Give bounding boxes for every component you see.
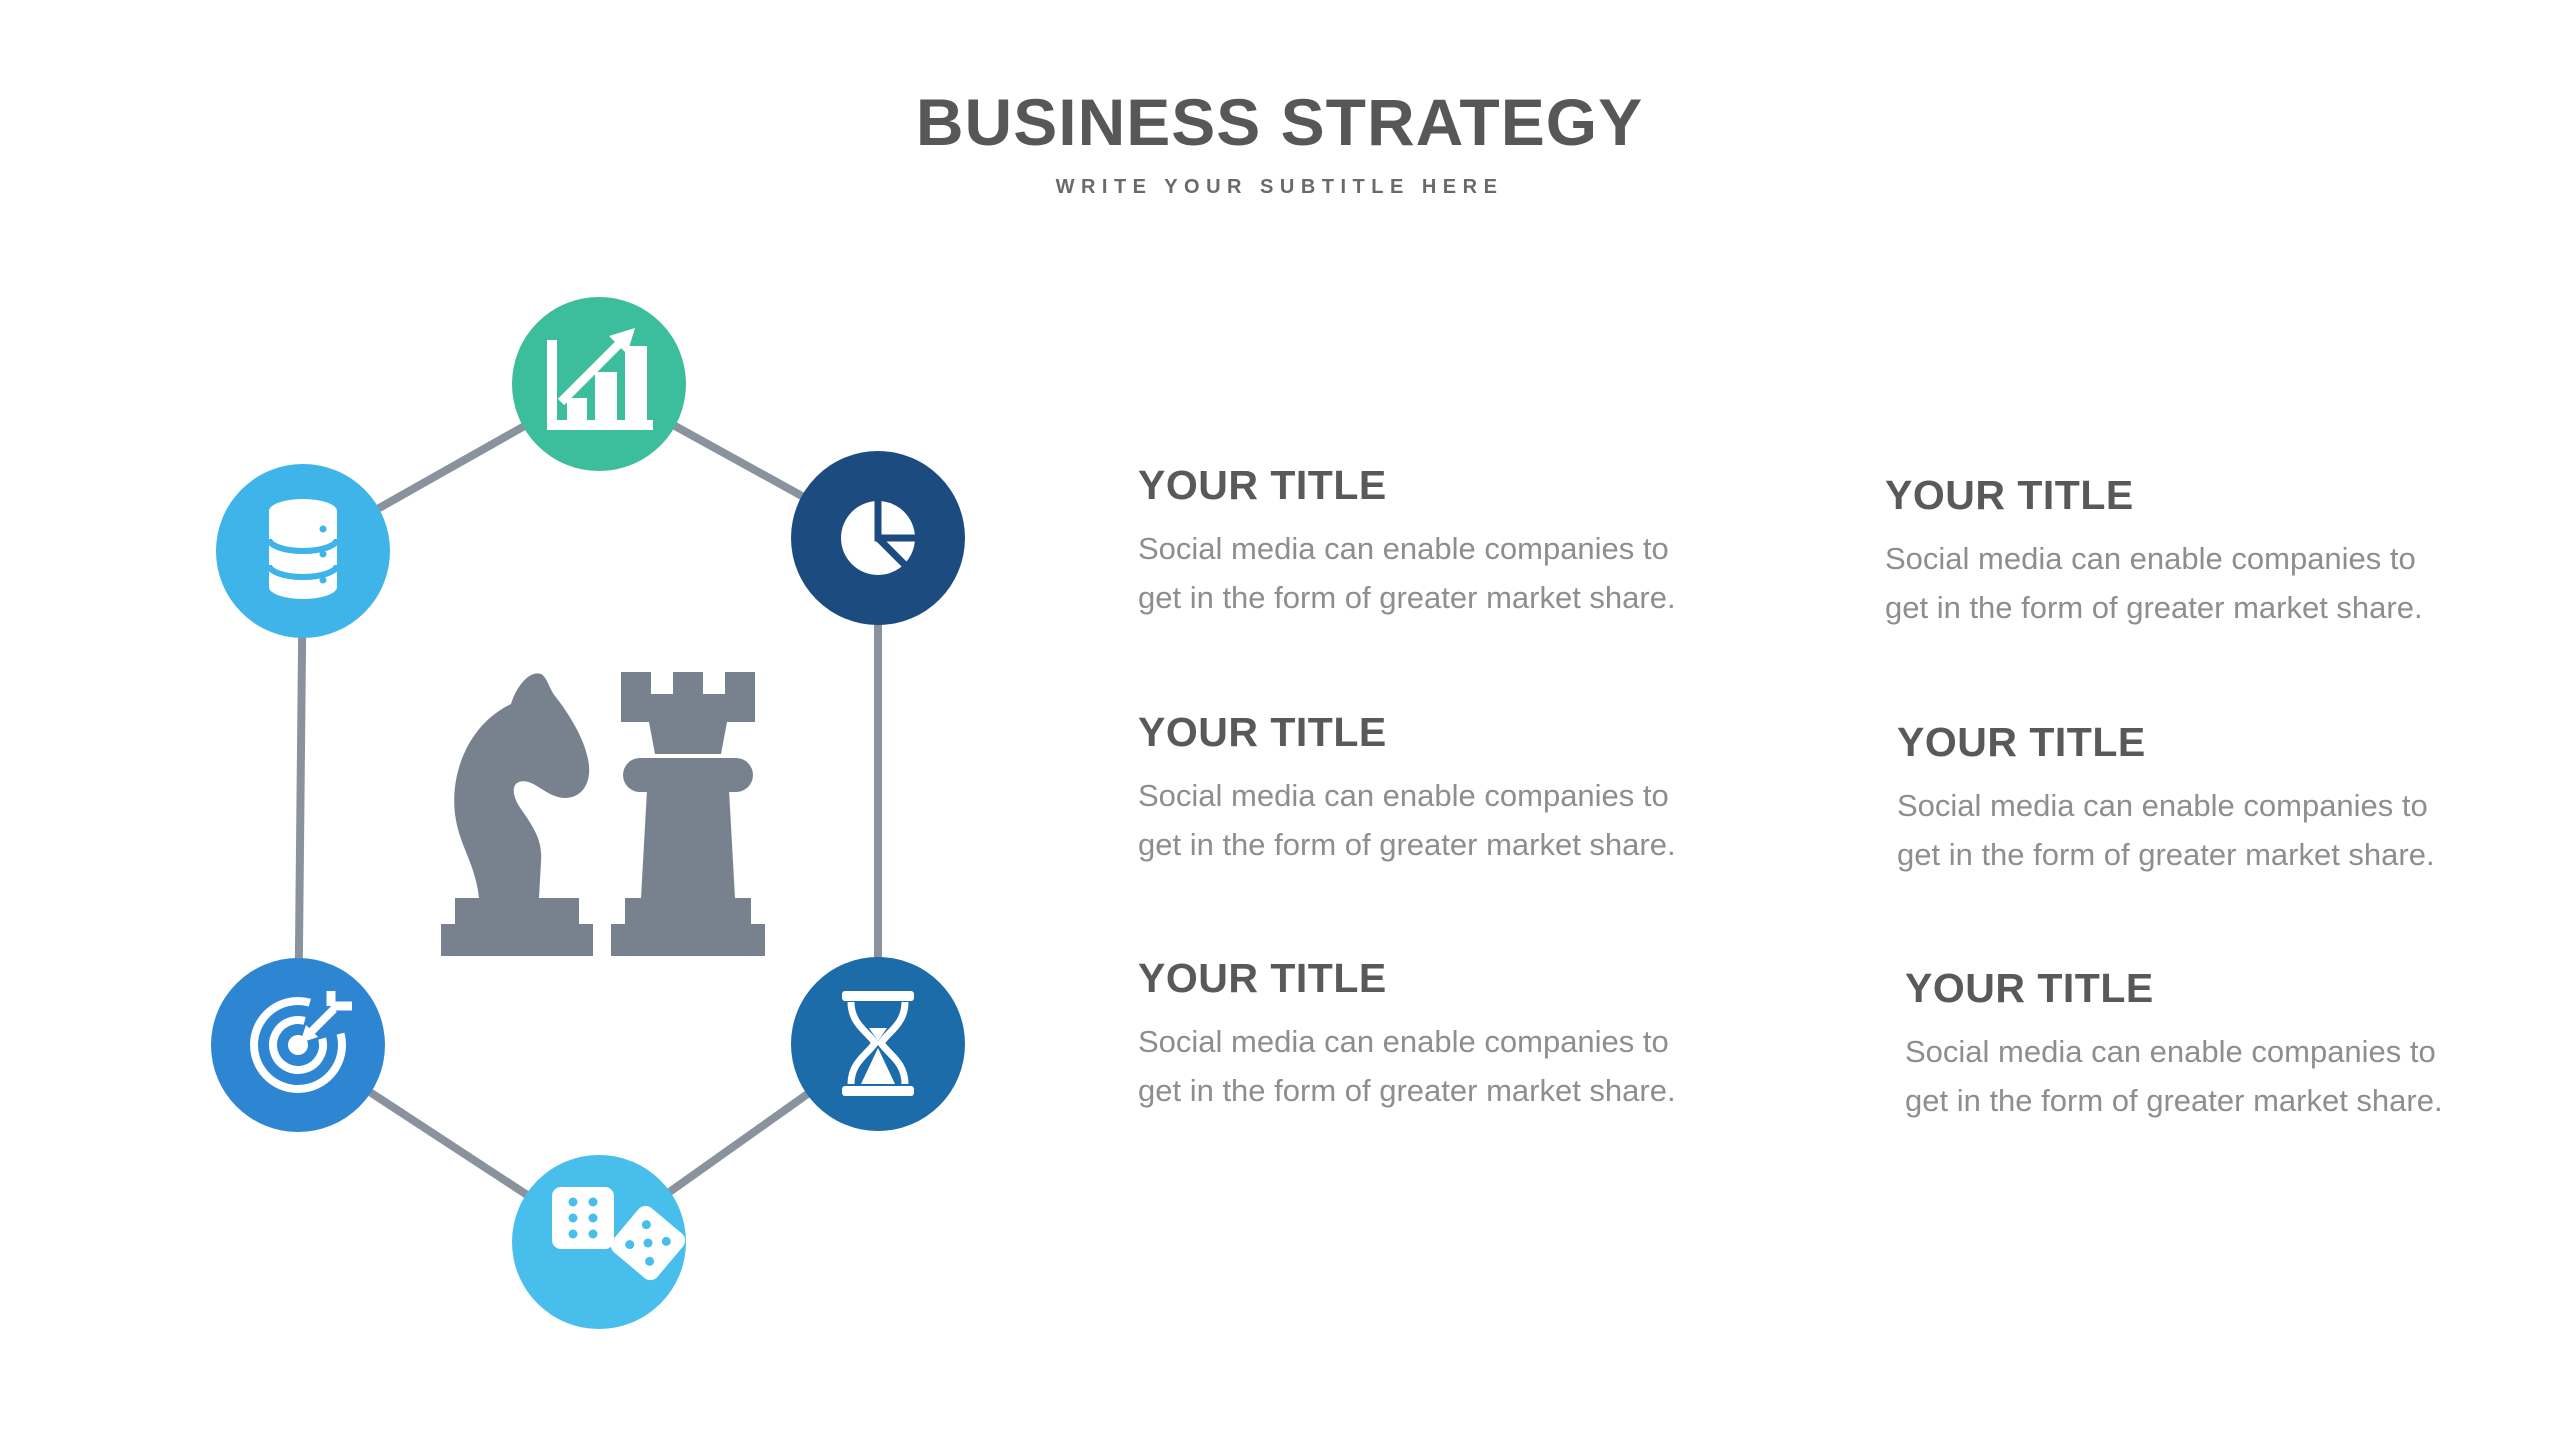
info-block: YOUR TITLE Social media can enable compa…: [1138, 709, 1676, 869]
node-dice: [512, 1155, 686, 1329]
body-line: Social media can enable companies to: [1138, 1024, 1669, 1059]
dice-icon: [552, 1187, 686, 1281]
page-title: BUSINESS STRATEGY: [915, 85, 1644, 159]
info-block-title: YOUR TITLE: [1138, 955, 1387, 1001]
connector-lines: [294, 380, 882, 1246]
body-line: get in the form of greater market share.: [1897, 837, 2435, 872]
body-line: Social media can enable companies to: [1138, 531, 1669, 566]
chess-pieces-graphic: [441, 672, 765, 956]
info-block-body: Social media can enable companies to get…: [1905, 1027, 2443, 1125]
info-block-title: YOUR TITLE: [1897, 719, 2146, 765]
body-line: Social media can enable companies to: [1905, 1034, 2436, 1069]
info-block-body: Social media can enable companies to get…: [1897, 781, 2435, 879]
info-block-title: YOUR TITLE: [1138, 709, 1387, 755]
node-hourglass: [791, 957, 965, 1131]
info-block: YOUR TITLE Social media can enable compa…: [1138, 462, 1676, 622]
info-block-title: YOUR TITLE: [1905, 965, 2154, 1011]
node-database: [216, 464, 390, 638]
info-block: YOUR TITLE Social media can enable compa…: [1897, 719, 2435, 879]
info-block-title: YOUR TITLE: [1885, 472, 2134, 518]
info-block-body: Social media can enable companies to get…: [1138, 771, 1676, 869]
growth-chart-icon: [547, 328, 653, 430]
info-block: YOUR TITLE Social media can enable compa…: [1905, 965, 2443, 1125]
body-line: get in the form of greater market share.: [1905, 1083, 2443, 1118]
info-block-title: YOUR TITLE: [1138, 462, 1387, 508]
chess-rook: [611, 672, 765, 956]
page-subtitle: WRITE YOUR SUBTITLE HERE: [1055, 176, 1504, 198]
node-pie-chart: [791, 451, 965, 625]
body-line: get in the form of greater market share.: [1138, 827, 1676, 862]
info-block-body: Social media can enable companies to get…: [1138, 524, 1676, 622]
chess-knight: [441, 673, 593, 956]
body-line: Social media can enable companies to: [1885, 541, 2416, 576]
info-block: YOUR TITLE Social media can enable compa…: [1885, 472, 2423, 632]
node-growth-chart: [512, 297, 686, 471]
database-icon: [266, 499, 340, 599]
dice-icon-wrap: [512, 1155, 686, 1329]
body-line: get in the form of greater market share.: [1138, 580, 1676, 615]
hexagon-diagram: [211, 297, 965, 1329]
body-line: Social media can enable companies to: [1897, 788, 2428, 823]
node-target: [211, 958, 385, 1132]
info-block-body: Social media can enable companies to get…: [1885, 534, 2423, 632]
pie-chart-icon: [841, 501, 915, 575]
info-block-body: Social media can enable companies to get…: [1138, 1017, 1676, 1115]
body-line: get in the form of greater market share.: [1138, 1073, 1676, 1108]
body-line: Social media can enable companies to: [1138, 778, 1669, 813]
body-line: get in the form of greater market share.: [1885, 590, 2423, 625]
hourglass-icon: [842, 991, 914, 1096]
info-block: YOUR TITLE Social media can enable compa…: [1138, 955, 1676, 1115]
